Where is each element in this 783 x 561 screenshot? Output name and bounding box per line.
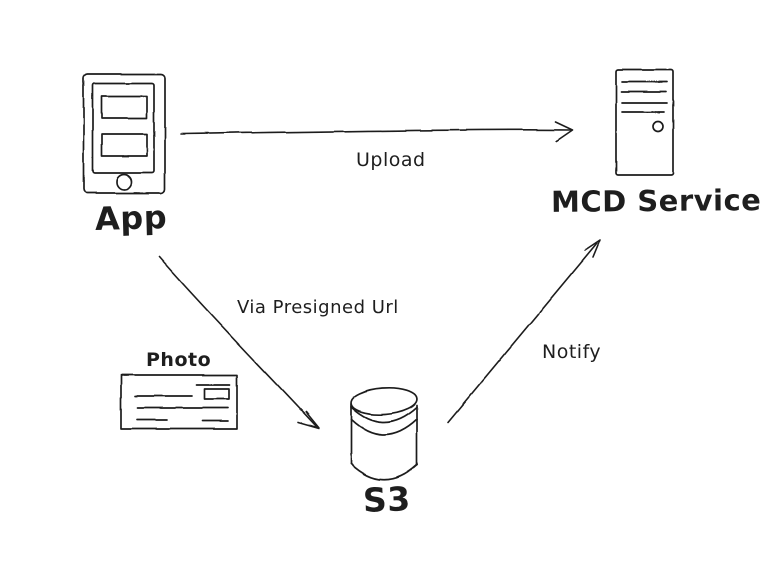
upload-arrow-line xyxy=(180,129,572,135)
server-case xyxy=(615,69,674,176)
cylinder-top xyxy=(350,386,418,416)
presigned-url-edge-label: Via Presigned Url xyxy=(237,297,399,318)
photo-node-label: Photo xyxy=(146,349,212,371)
upload-arrowhead xyxy=(555,121,574,142)
phone-screen-block-top xyxy=(101,95,148,119)
upload-arrow xyxy=(180,121,574,142)
presigned-url-arrow xyxy=(158,256,320,429)
photo-card-icon xyxy=(120,374,238,430)
server-tower-icon xyxy=(615,69,674,176)
shapes-group xyxy=(83,69,674,481)
presigned-url-arrow-line xyxy=(158,256,317,427)
phone-home-button xyxy=(115,173,133,191)
notify-arrow-line xyxy=(447,242,598,423)
notify-arrowhead xyxy=(584,239,601,258)
phone-screen-block-bottom xyxy=(101,133,148,157)
server-power-button xyxy=(652,120,664,132)
cylinder-bottom xyxy=(350,463,418,481)
cylinder-ring xyxy=(350,418,418,436)
cylinder-ring xyxy=(350,406,418,423)
notify-arrow xyxy=(447,239,601,423)
mcd-service-node-label: MCD Service xyxy=(550,183,762,219)
phone-body xyxy=(83,73,166,194)
presigned-url-arrowhead xyxy=(297,411,320,429)
app-node-label: App xyxy=(94,198,168,238)
phone-screen xyxy=(92,82,155,174)
s3-node-label: S3 xyxy=(362,479,412,520)
upload-edge-label: Upload xyxy=(356,149,426,171)
photo-card-stamp xyxy=(204,388,230,400)
database-cylinder-icon xyxy=(350,386,418,481)
photo-card-frame xyxy=(120,374,238,430)
smartphone-icon xyxy=(83,73,166,194)
notify-edge-label: Notify xyxy=(542,341,602,363)
